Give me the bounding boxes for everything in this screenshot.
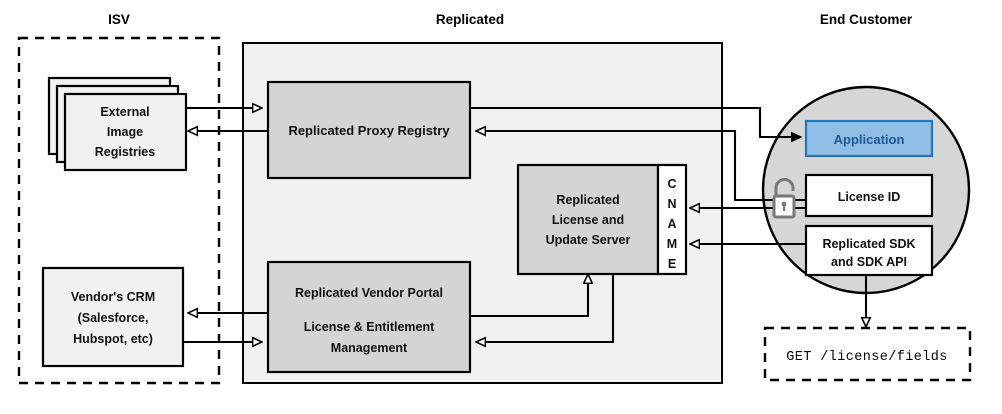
- license-update-server-line-2: License and: [552, 213, 624, 227]
- external-image-registries-line-2: Image: [107, 125, 143, 139]
- node-external-image-registries[interactable]: External Image Registries: [47, 76, 188, 172]
- cname-letter-e: E: [668, 257, 676, 271]
- api-call-label: GET /license/fields: [786, 350, 948, 365]
- replicated-sdk-line-2: and SDK API: [831, 255, 907, 269]
- cname-letter-n: N: [667, 197, 676, 211]
- flow-customer-to-proxy: [476, 131, 806, 202]
- vendor-crm-line-1: Vendor's CRM: [71, 290, 155, 304]
- zone-title-isv: ISV: [108, 12, 130, 27]
- node-replicated-proxy-registry[interactable]: Replicated Proxy Registry: [266, 80, 472, 180]
- flow-vendor-portal-to-license-server: [470, 274, 588, 318]
- node-replicated-sdk[interactable]: Replicated SDK and SDK API: [804, 224, 934, 277]
- external-image-registries-line-3: Registries: [95, 145, 155, 159]
- license-update-server-line-1: Replicated: [556, 193, 619, 207]
- application-label: Application: [834, 132, 905, 147]
- node-license-id[interactable]: License ID: [804, 173, 934, 218]
- node-api-call[interactable]: GET /license/fields: [763, 326, 972, 382]
- zone-title-replicated: Replicated: [436, 12, 504, 27]
- cname-letter-c: C: [667, 177, 676, 191]
- flow-proxy-to-application: [470, 106, 801, 137]
- flow-license-server-to-vendor-portal: [476, 274, 615, 342]
- replicated-sdk-line-1: Replicated SDK: [822, 237, 915, 251]
- vendor-crm-line-3: Hubspot, etc): [73, 332, 153, 346]
- cname-letter-a: A: [667, 217, 676, 231]
- license-update-server-line-3: Update Server: [546, 233, 631, 247]
- vendor-portal-line-2: License & Entitlement: [304, 320, 435, 334]
- node-license-and-update-server[interactable]: Replicated License and Update Server: [516, 163, 660, 276]
- external-image-registries-line-1: External: [100, 105, 149, 119]
- license-id-label: License ID: [838, 190, 901, 204]
- zone-title-end-customer: End Customer: [820, 12, 913, 27]
- unlocked-padlock-icon: [772, 178, 796, 219]
- cname-letter-m: M: [667, 237, 677, 251]
- node-cname[interactable]: C N A M E: [656, 163, 688, 276]
- node-vendor-crm[interactable]: Vendor's CRM (Salesforce, Hubspot, etc): [41, 266, 185, 368]
- vendor-portal-line-3: Management: [331, 341, 408, 355]
- vendor-crm-line-2: (Salesforce,: [78, 311, 149, 325]
- node-replicated-vendor-portal[interactable]: Replicated Vendor Portal License & Entit…: [266, 260, 472, 374]
- vendor-portal-line-1: Replicated Vendor Portal: [295, 286, 443, 300]
- node-application[interactable]: Application: [804, 119, 934, 158]
- isv-zone-boundary: [17, 36, 221, 385]
- replicated-proxy-registry-label: Replicated Proxy Registry: [288, 123, 450, 138]
